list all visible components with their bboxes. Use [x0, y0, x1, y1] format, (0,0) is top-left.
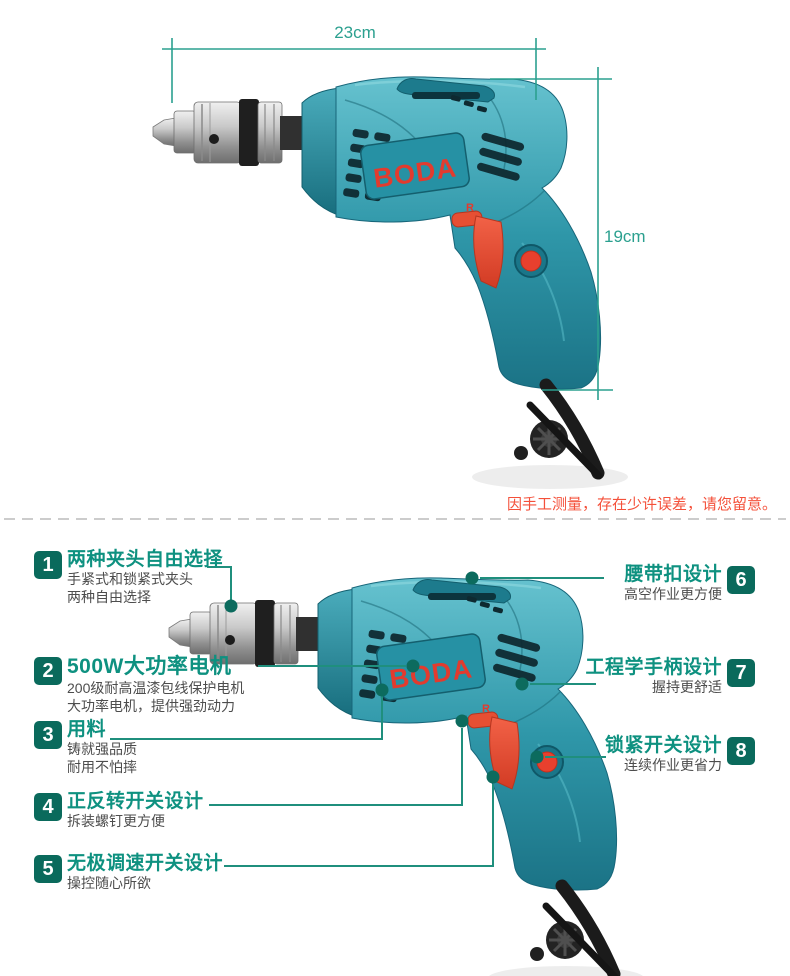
feature-callout-5: 5 无极调速开关设计 操控随心所欲	[34, 853, 223, 892]
feature-callout-2: 2 500W大功率电机 200级耐高温漆包线保护电机 大功率电机，提供强劲动力	[34, 655, 244, 715]
feature-title: 工程学手柄设计	[585, 657, 722, 678]
feature-callout-6: 腰带扣设计 高空作业更方便 6	[624, 564, 755, 603]
direction-label-top: R	[466, 202, 474, 214]
measurement-note: 因手工测量，存在少许误差，请您留意。	[506, 496, 777, 513]
feature-number-badge: 1	[34, 551, 62, 579]
drill-photo-top	[153, 77, 628, 489]
feature-callout-4: 4 正反转开关设计 拆装螺钉更方便	[34, 791, 204, 830]
drill-photo-bottom	[169, 578, 644, 976]
width-dimension-label: 23cm	[334, 23, 376, 42]
feature-callout-1: 1 两种夹头自由选择 手紧式和锁紧式夹头 两种自由选择	[34, 549, 223, 607]
feature-number-badge: 5	[34, 855, 62, 883]
feature-desc-line: 拆装螺钉更方便	[67, 813, 165, 830]
height-dimension-label: 19cm	[604, 227, 646, 246]
feature-title: 用料	[67, 719, 107, 740]
feature-title: 500W大功率电机	[67, 655, 232, 678]
feature-desc-line: 手紧式和锁紧式夹头	[67, 571, 193, 588]
feature-title: 正反转开关设计	[67, 791, 204, 812]
feature-callout-3: 3 用料 铸就强品质 耐用不怕摔	[34, 719, 137, 777]
feature-desc-line: 大功率电机，提供强劲动力	[67, 697, 235, 714]
dimension-lines	[162, 38, 613, 400]
direction-label-bottom: R	[482, 703, 490, 715]
feature-desc-line: 耐用不怕摔	[67, 759, 137, 776]
callout-connectors	[110, 566, 606, 867]
feature-callout-7: 工程学手柄设计 握持更舒适 7	[585, 657, 755, 696]
feature-desc-line: 200级耐高温漆包线保护电机	[67, 679, 245, 696]
feature-number-badge: 3	[34, 721, 62, 749]
feature-desc-line: 铸就强品质	[67, 741, 137, 758]
feature-desc-line: 高空作业更方便	[624, 586, 722, 603]
feature-number-badge: 4	[34, 793, 62, 821]
feature-callout-8: 锁紧开关设计 连续作业更省力 8	[605, 735, 755, 774]
feature-desc-line: 两种自由选择	[67, 589, 151, 606]
feature-desc-line: 握持更舒适	[652, 679, 722, 696]
section-divider	[4, 518, 786, 520]
feature-desc-line: 连续作业更省力	[624, 757, 722, 774]
feature-desc-line: 操控随心所欲	[67, 875, 151, 892]
feature-number-badge: 2	[34, 657, 62, 685]
feature-number-badge: 8	[727, 737, 755, 765]
feature-title: 锁紧开关设计	[604, 735, 722, 756]
feature-number-badge: 6	[727, 566, 755, 594]
feature-title: 腰带扣设计	[624, 564, 722, 585]
feature-title: 无极调速开关设计	[67, 853, 224, 874]
feature-number-badge: 7	[727, 659, 755, 687]
feature-title: 两种夹头自由选择	[67, 549, 224, 570]
callout-anchor-dots	[224, 571, 544, 784]
